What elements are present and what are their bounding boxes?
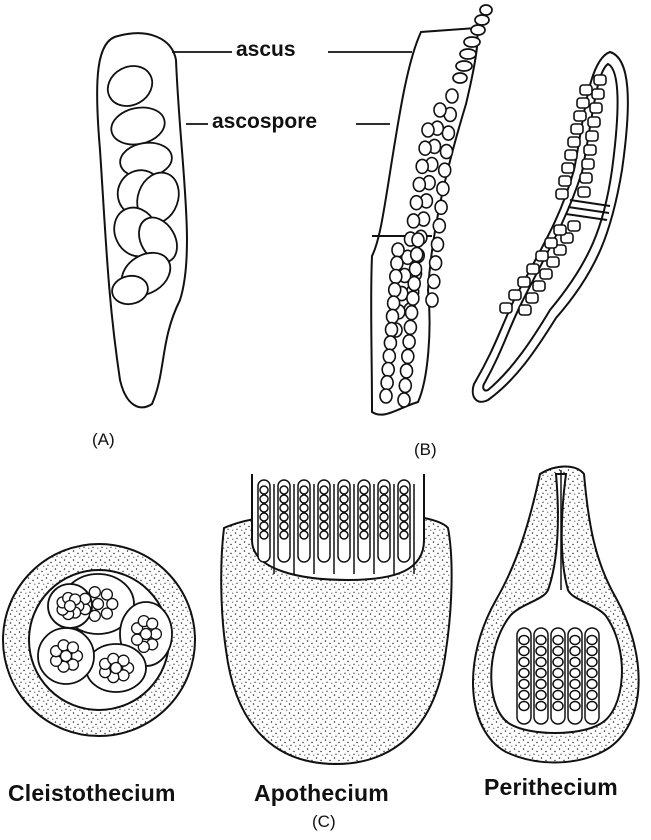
panel-c-label: (C) [312, 812, 336, 832]
panel-b-label: (B) [414, 440, 437, 460]
ascus-label: ascus [236, 38, 296, 62]
apothecium-label: Apothecium [254, 780, 389, 807]
ascus-b2-illustration [473, 52, 628, 402]
cleistothecium-illustration [3, 544, 195, 736]
cleistothecium-label: Cleistothecium [8, 780, 176, 807]
ascus-a-illustration [97, 33, 187, 407]
panel-a-label: (A) [92, 430, 115, 450]
apothecium-illustration [221, 474, 451, 764]
perithecium-label: Perithecium [484, 774, 618, 801]
ascospore-label: ascospore [212, 110, 317, 134]
perithecium-illustration [473, 467, 639, 763]
